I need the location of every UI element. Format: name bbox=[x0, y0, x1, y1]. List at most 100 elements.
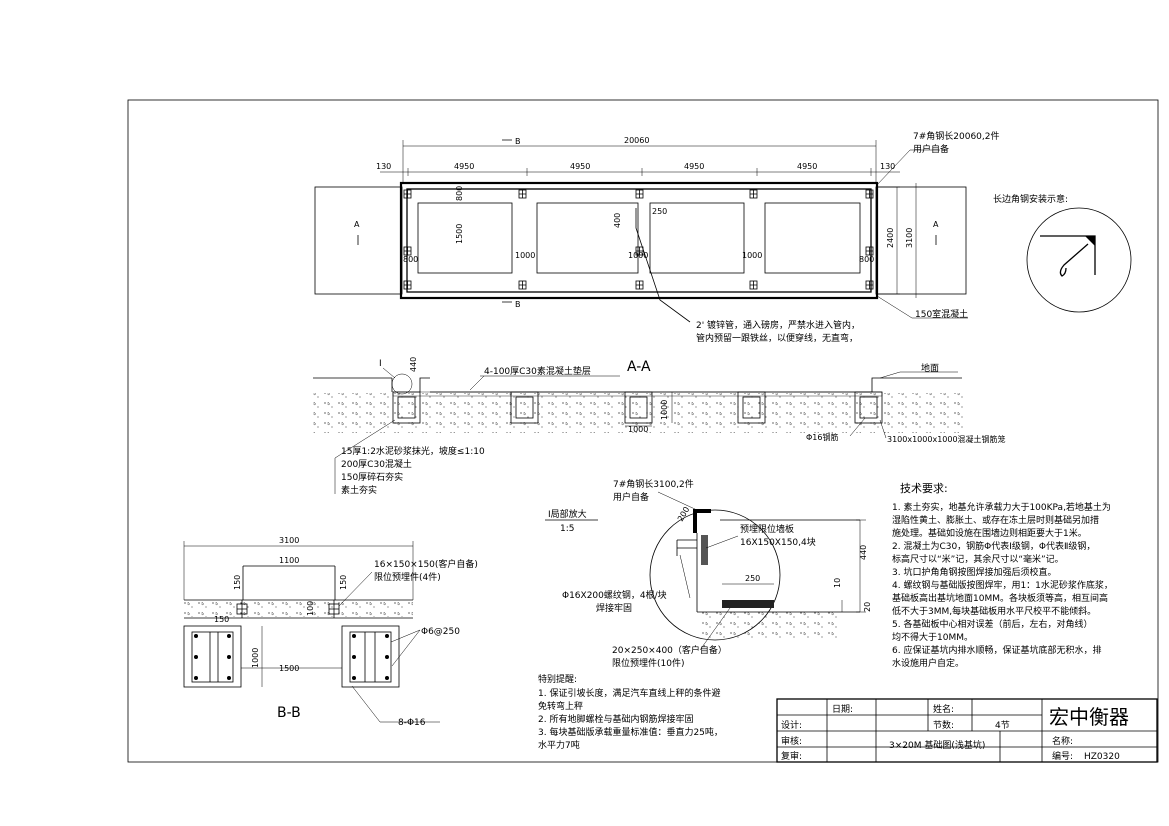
dim-total: 20060 bbox=[624, 136, 649, 145]
tech-req-title: 技术要求: bbox=[900, 482, 948, 495]
dim-440: 440 bbox=[409, 357, 418, 372]
pad-1 bbox=[417, 202, 513, 274]
layer-1: 15厚1:2水泥砂浆抹光，坡度≤1:10 bbox=[341, 445, 485, 457]
dim-span-3: 4950 bbox=[684, 162, 704, 171]
note-plate-2: 16X150X150,4块 bbox=[740, 536, 816, 548]
dim-1100: 1100 bbox=[279, 556, 299, 565]
section-a-right: A bbox=[933, 220, 939, 229]
special-notes-title: 特别提醒: bbox=[538, 673, 577, 685]
note-pad: 4-100厚C30素混凝土垫层 bbox=[484, 365, 591, 377]
code-value: HZ0320 bbox=[1084, 752, 1120, 762]
dim-end-right: 130 bbox=[880, 162, 895, 171]
note-angle-2: 用户自备 bbox=[613, 491, 649, 503]
dim-1000-b: 1000 bbox=[628, 251, 648, 260]
special-note-5: 水平力7吨 bbox=[538, 739, 580, 751]
pipe-line bbox=[635, 208, 691, 323]
sheet-border bbox=[127, 99, 1159, 763]
dim-800-right: 800 bbox=[859, 255, 874, 264]
pit-inner bbox=[406, 188, 872, 293]
review-label: 审核: bbox=[781, 735, 802, 747]
tech-req-8: 基础板高出基坑地面10MM。各块板须等高，相互间高 bbox=[892, 592, 1108, 604]
dim-1500: 1500 bbox=[455, 224, 464, 244]
note-cage: 3100x1000x1000混凝土钢筋笼 bbox=[887, 434, 1006, 444]
dim-100: 100 bbox=[306, 601, 315, 616]
date-label: 日期: bbox=[832, 704, 853, 715]
tech-req-3: 施处理。基础如设施在围墙边则相距要大于1米。 bbox=[892, 527, 1087, 539]
tech-req-11: 均不得大于10MM。 bbox=[892, 631, 973, 643]
special-note-2: 免转弯上秤 bbox=[538, 700, 583, 712]
tech-req-10: 5. 各基础板中心相对误差（前后，左右，对角线） bbox=[892, 618, 1092, 630]
tech-req-9: 低不大于3MM,每块基础板用水平尺校平不能倾斜。 bbox=[892, 605, 1096, 617]
dim-span-2: 4950 bbox=[570, 162, 590, 171]
tech-req-12: 6. 应保证基坑内排水顺畅，保证基坑底部无积水，排 bbox=[892, 644, 1101, 656]
company-name: 宏中衡器 bbox=[1049, 705, 1129, 729]
note-angle-steel-1: 7#角钢长20060,2件 bbox=[913, 130, 1000, 142]
note-bars: 8-Φ16 bbox=[398, 718, 426, 728]
recheck-label: 复审: bbox=[781, 750, 802, 762]
detail-i-title: I局部放大 bbox=[548, 508, 587, 520]
special-note-1: 1. 保证引坡长度，满足汽车直线上秤的条件避 bbox=[538, 687, 720, 699]
dim-1000-v: 1000 bbox=[660, 400, 669, 420]
special-note-3: 2. 所有地脚螺栓与基础内钢筋焊接牢固 bbox=[538, 713, 693, 725]
pad-2 bbox=[536, 202, 639, 274]
label-i: I bbox=[379, 359, 382, 369]
tech-req-2: 湿陷性黄土、膨胀土、或存在冻土层时则基础另加措 bbox=[892, 514, 1099, 526]
dim-span-4: 4950 bbox=[797, 162, 817, 171]
note-rebar: Φ16钢筋 bbox=[806, 432, 838, 442]
note-plate-bb-1: 16×150×150(客户自备) bbox=[374, 558, 478, 570]
dim-800: 800 bbox=[455, 186, 464, 201]
section-b-bottom: B bbox=[515, 300, 521, 309]
tech-req-1: 1. 素土夯实，地基允许承载力大于100KPa,若地基土为 bbox=[892, 501, 1111, 513]
special-note-4: 3. 每块基础版承载重量标准值：垂直力25吨， bbox=[538, 726, 723, 738]
pad-4 bbox=[764, 202, 861, 274]
dim-20: 20 bbox=[863, 602, 872, 612]
dim-10: 10 bbox=[833, 578, 842, 588]
dim-150-c: 150 bbox=[214, 615, 229, 624]
dim-250: 250 bbox=[652, 207, 667, 216]
dim-150-b: 150 bbox=[339, 575, 348, 590]
section-aa-title: A-A bbox=[627, 359, 651, 375]
dim-3100-bb: 3100 bbox=[279, 536, 299, 545]
dim-1000-a: 1000 bbox=[515, 251, 535, 260]
layer-3: 150厚碎石夯实 bbox=[341, 471, 403, 483]
section-aa: A-A I 440 4-100厚C30素混凝土垫层 地面 1000 1000 Φ… bbox=[313, 357, 1006, 496]
dim-1500-bb: 1500 bbox=[279, 664, 299, 673]
note-pipe-2: 管内预留一跟铁丝，以便穿线，无直弯， bbox=[696, 332, 858, 344]
tech-req-7: 4. 螺纹钢与基础版按图焊牢，用1：1水泥砂浆作底浆， bbox=[892, 579, 1113, 591]
section-b-top: B bbox=[515, 137, 521, 146]
dim-200: 200 bbox=[676, 505, 691, 523]
note-angle-1: 7#角钢长3100,2件 bbox=[613, 478, 694, 490]
section-count-label: 节数: bbox=[933, 719, 954, 731]
note-embed-1: 20×250×400（客户自备） bbox=[612, 644, 727, 656]
dim-440-i: 440 bbox=[859, 545, 868, 560]
note-angle-steel-2: 用户自备 bbox=[913, 143, 949, 155]
design-label: 设计: bbox=[781, 719, 802, 731]
title-block: 日期: 姓名: 设计: 节数: 4节 宏中衡器 审核: 3×20M 基础图(浅基… bbox=[776, 698, 1158, 763]
note-pipe-1: 2' 镀锌管，通入磅房，严禁水进入管内， bbox=[696, 319, 860, 331]
dim-250-i: 250 bbox=[745, 574, 760, 583]
corner-detail: 长边角钢安装示意: bbox=[993, 193, 1132, 313]
detail-i-scale: 1:5 bbox=[560, 524, 574, 534]
section-a-left: A bbox=[354, 220, 360, 229]
tech-req-13: 水设施用户自定。 bbox=[892, 657, 964, 669]
section-bb: 3100 1100 150 150 150 100 1000 1500 16×1… bbox=[183, 536, 478, 728]
left-approach bbox=[314, 186, 403, 295]
dim-2400: 2400 bbox=[886, 228, 895, 248]
layer-4: 素土夯实 bbox=[341, 484, 377, 496]
note-plate-1: 预埋限位墙板 bbox=[740, 523, 794, 535]
section-bb-title: B-B bbox=[277, 705, 301, 721]
dim-3100: 3100 bbox=[905, 228, 914, 248]
dim-1000-h: 1000 bbox=[628, 425, 648, 434]
detail-i: I局部放大 1:5 200 440 10 20 250 7#角钢长3100,2件… bbox=[545, 478, 872, 669]
dim-400: 400 bbox=[613, 213, 622, 228]
tech-requirements: 技术要求: 1. 素土夯实，地基允许承载力大于100KPa,若地基土为 湿陷性黄… bbox=[892, 482, 1113, 669]
pad-3 bbox=[649, 202, 745, 274]
note-bolt-1: Φ16X200螺纹钢，4根/块 bbox=[562, 589, 667, 601]
dim-150-a: 150 bbox=[233, 575, 242, 590]
dim-span-1: 4950 bbox=[454, 162, 474, 171]
note-ground: 地面 bbox=[921, 362, 939, 374]
section-count-value: 4节 bbox=[995, 720, 1010, 731]
tech-req-6: 3. 坑口护角角钢按图焊接加强后须校直。 bbox=[892, 566, 1056, 578]
embedded-plates bbox=[403, 189, 874, 290]
